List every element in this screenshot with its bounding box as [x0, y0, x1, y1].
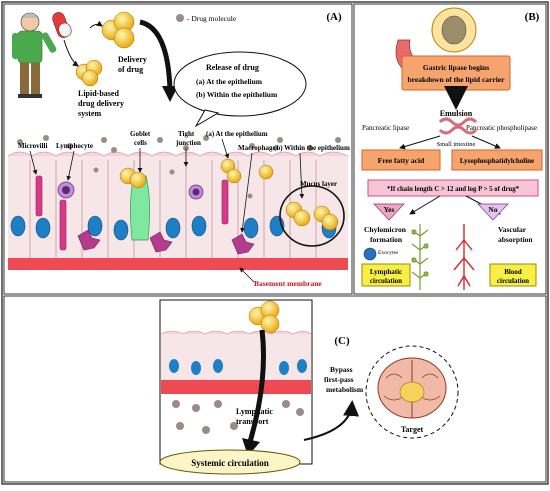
systemic-circulation — [159, 449, 301, 475]
bypass-2: first-pass — [324, 375, 354, 384]
chylomicron-2: formation — [370, 235, 403, 244]
tissue-basement — [161, 380, 311, 394]
no-badge — [477, 203, 509, 221]
chylomicron-1: Chylomicron — [364, 225, 407, 234]
legend-drug-molecule: - Drug molecule — [176, 14, 237, 23]
tissue-epithelium — [161, 334, 311, 380]
no-text: No — [488, 205, 497, 214]
basement-membrane-band — [8, 258, 348, 270]
pill-capsule-icon — [52, 12, 72, 38]
tissue-nuclei — [169, 359, 307, 375]
drug-particle-icon — [119, 158, 339, 231]
nuclei — [10, 215, 337, 241]
drug-cluster-carrier — [75, 59, 103, 87]
target-text: Target — [401, 425, 424, 434]
release-item-b: (b) Within the epithelium — [196, 90, 278, 99]
release-item-a: (a) At the epithelium — [196, 77, 263, 86]
emulsion-label: Emulsion — [440, 109, 473, 118]
lyso-text: Lysophosphatidylcholine — [460, 157, 534, 165]
condition-box — [367, 179, 539, 197]
bypass-3: metabolism — [326, 385, 364, 394]
within-epithelium-highlight — [279, 185, 345, 247]
label-tight-2: junction — [175, 139, 201, 147]
yes-text: Yes — [384, 205, 395, 214]
label-goblet-2: cells — [134, 139, 147, 147]
carrier-label-3: system — [78, 109, 101, 118]
condition-text: *If chain length C > 12 and log P > 5 of… — [387, 186, 520, 193]
blood-circ-2: circulation — [497, 277, 529, 285]
macrophage-icon — [77, 229, 255, 255]
delivery-arrow-head — [162, 86, 178, 102]
vascular-1: Vascular — [498, 225, 527, 234]
arrow-to-target — [303, 400, 360, 441]
panel-a-label: (A) — [326, 11, 342, 23]
release-bubble: Release of drug (a) At the epithelium (b… — [173, 51, 307, 128]
panel-c: (C) Lymphatic transport Syste — [3, 295, 547, 483]
label-within-epithelium: (b) Within the epithelium — [274, 144, 350, 152]
yes-badge — [373, 203, 405, 221]
lymphatic-circ-1: Lymphatic — [370, 268, 402, 276]
panel-b: (B) Gastric lipase begins breakdown of t… — [353, 3, 547, 295]
label-basement: Basement membrane — [254, 279, 322, 288]
blood-circ-box — [489, 263, 537, 287]
label-lymphocyte: Lymphocyte — [56, 142, 93, 150]
tissue-molecules — [172, 400, 304, 434]
vascular-2: absorption — [498, 235, 533, 244]
delivery-arrow — [139, 19, 173, 91]
small-intestine-label: Small intestine — [437, 141, 476, 148]
panel-b-frame — [353, 3, 547, 295]
gastric-text-1: Gastric lipase begins — [423, 63, 489, 72]
drug-cluster-delivery — [101, 11, 135, 49]
lymph-vessel-icon — [411, 224, 429, 290]
carrier-label-1: Lipid-based — [78, 89, 119, 98]
panel-c-label: (C) — [334, 335, 350, 347]
bypass-1: Bypass — [330, 365, 353, 374]
label-macrophages: Macrophages — [238, 144, 279, 152]
lyso-box — [451, 149, 543, 171]
lymphocyte-icon — [57, 181, 204, 200]
pancreatic-lipase: Pancreatic lipase — [362, 124, 409, 132]
gastric-box — [401, 55, 511, 91]
label-at-epithelium: (a) At the epithelium — [206, 130, 268, 138]
legend-text: - Drug molecule — [187, 14, 237, 23]
carrier-label-2: drug delivery — [78, 99, 124, 108]
gastric-text-2: breakdown of the lipid carrier — [408, 75, 506, 84]
release-title: Release of drug — [206, 63, 259, 72]
delivery-label-2: of drug — [118, 65, 143, 74]
label-mucus: Mucus layer — [300, 180, 337, 188]
brain-icon — [377, 357, 447, 419]
person-icon — [12, 12, 57, 98]
goblet-cell — [130, 175, 150, 241]
panel-b-label: (B) — [525, 11, 540, 23]
lymphatic-transport-2: transport — [236, 417, 269, 426]
drug-molecules — [17, 135, 341, 199]
systemic-text: Systemic circulation — [191, 458, 269, 468]
transport-arrow — [247, 329, 266, 443]
pancreatic-phospholipase: Pancreatic phospholipase — [466, 124, 537, 132]
delivery-label-1: Delivery — [118, 55, 147, 64]
drug-cluster-c — [248, 300, 280, 334]
drug-core — [441, 15, 467, 45]
intestine-icon — [438, 117, 478, 135]
lymphatic-transport-1: Lymphatic — [236, 407, 273, 416]
blood-vessel-icon — [453, 224, 475, 290]
exocytes-label: Exocytes — [378, 250, 398, 256]
free-fatty-acid-box — [361, 149, 441, 171]
panel-a: (A) — [3, 3, 353, 295]
lymphatic-circ-box — [361, 263, 411, 287]
label-microvilli: Microvilli — [18, 142, 47, 150]
blood-circ-1: Blood — [504, 268, 522, 276]
arrow-to-carrier — [63, 39, 79, 67]
microvilli-structures — [35, 175, 229, 251]
arrow-to-delivery — [89, 20, 103, 29]
target-circle — [365, 345, 459, 439]
label-tight-1: Tight — [178, 130, 195, 138]
free-fatty-acid: Free fatty acid — [378, 156, 425, 165]
cell-columns — [29, 160, 317, 258]
label-goblet-1: Goblet — [130, 130, 151, 138]
exocyte-icon — [363, 247, 377, 261]
lymphatic-circ-2: circulation — [370, 277, 402, 285]
